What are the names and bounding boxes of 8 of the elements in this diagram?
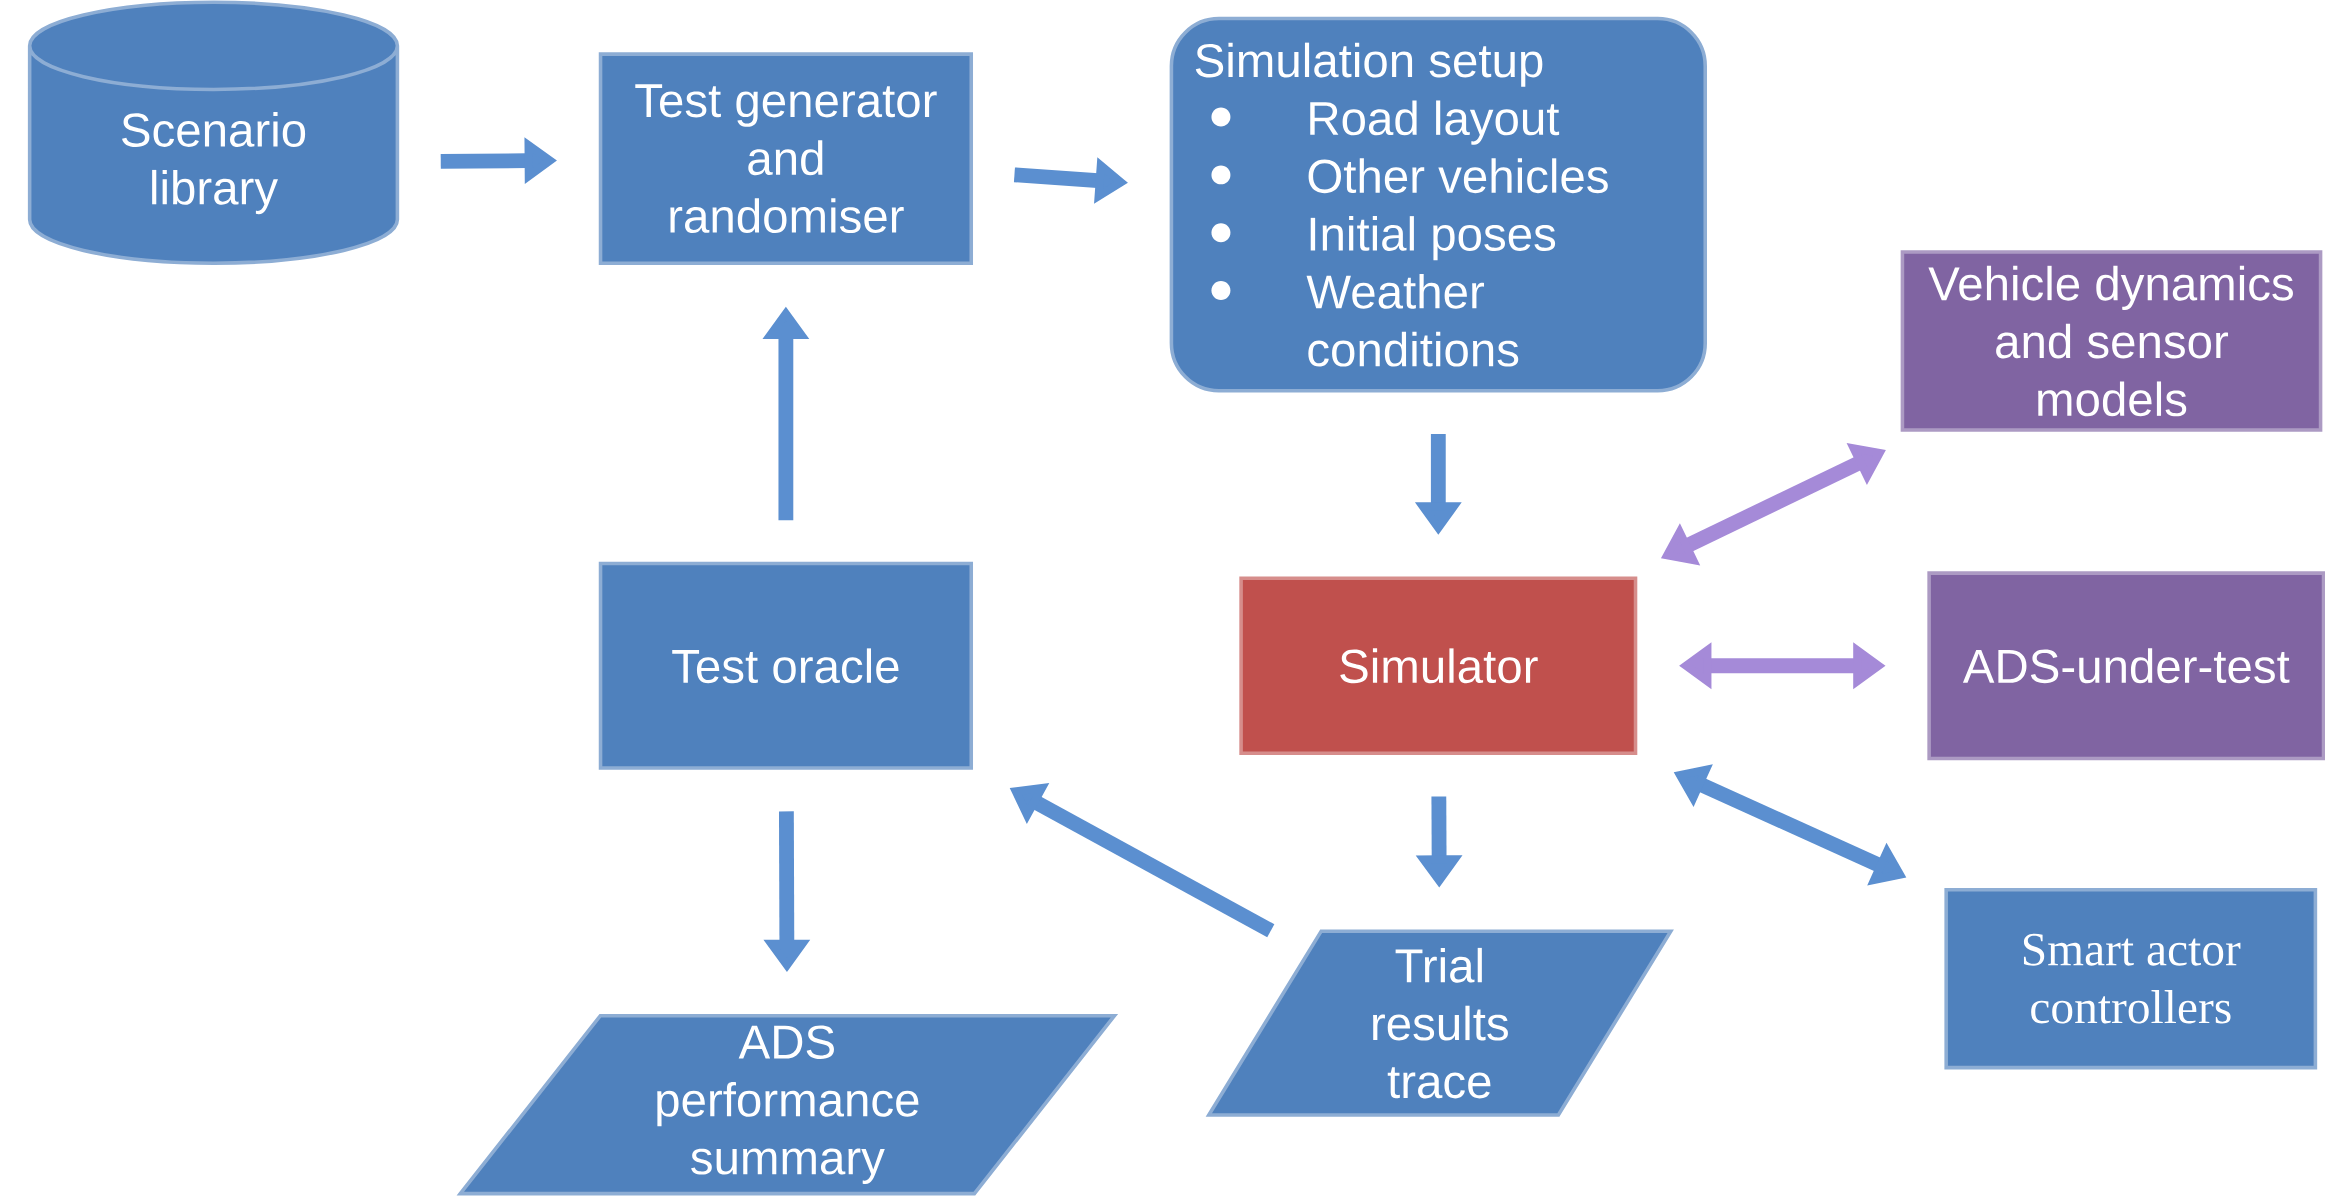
process-box: Test generator and randomiser: [598, 52, 973, 265]
process-box: ADS-under-test: [1927, 571, 2325, 761]
rounded-box: Simulation setup Road layout Other vehicles Initial poses Weather conditions: [1169, 16, 1707, 393]
process-box: Vehicle dynamics and sensor models: [1900, 250, 2323, 432]
process-box: Test oracle: [598, 561, 973, 770]
process-box: Simulator: [1239, 576, 1638, 755]
database-cylinder: Scenario library: [27, 0, 400, 265]
process-box: Smart actor controllers: [1944, 887, 2318, 1070]
